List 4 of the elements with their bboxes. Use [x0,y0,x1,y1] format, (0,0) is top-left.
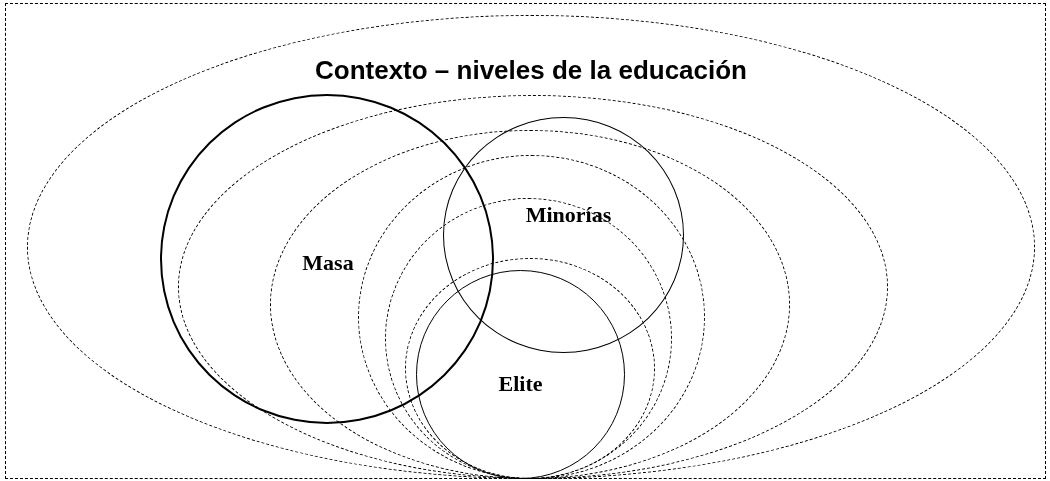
ellipse-label: Contexto – niveles de la educación [315,57,747,83]
circle-label: Elite [498,372,543,395]
circle-label: Minorías [525,204,612,226]
circle-label: Masa [302,252,354,274]
